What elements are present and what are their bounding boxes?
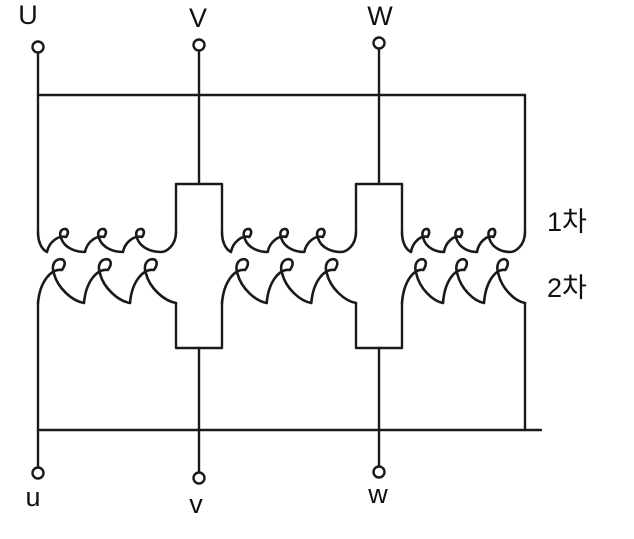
- secondary-tap-pedestal-w: [354, 301, 404, 350]
- primary-coil-3: [400, 227, 527, 254]
- labels: U V W u v w 1차 2차: [18, 0, 587, 519]
- secondary-winding: [36, 257, 527, 305]
- terminal-U-node: [31, 40, 45, 54]
- secondary-coil-3: [400, 257, 527, 305]
- terminal-w-label: w: [367, 479, 388, 509]
- terminal-V-label: V: [189, 3, 207, 33]
- primary-coil-2: [220, 227, 358, 254]
- terminal-u-label: u: [25, 482, 40, 512]
- secondary-tap-pedestal-v: [174, 301, 224, 350]
- primary-wires: [36, 46, 527, 234]
- terminal-u-node: [31, 466, 45, 480]
- primary-winding: [36, 227, 527, 254]
- primary-winding-label: 1차: [547, 207, 587, 237]
- secondary-coil-2: [220, 257, 358, 305]
- terminal-V-node: [192, 38, 206, 52]
- secondary-wires: [36, 301, 543, 475]
- terminal-w-node: [372, 465, 386, 479]
- terminal-W-node: [372, 36, 386, 50]
- terminal-v-node: [192, 471, 206, 485]
- primary-coil-1: [36, 227, 178, 254]
- primary-tap-pedestal-w: [354, 182, 404, 234]
- terminal-W-label: W: [367, 1, 393, 31]
- primary-tap-pedestal-v: [174, 182, 224, 234]
- terminal-nodes: [31, 36, 386, 485]
- terminal-v-label: v: [189, 489, 203, 519]
- secondary-winding-label: 2차: [547, 273, 587, 303]
- terminal-U-label: U: [18, 0, 38, 30]
- secondary-coil-1: [36, 257, 178, 305]
